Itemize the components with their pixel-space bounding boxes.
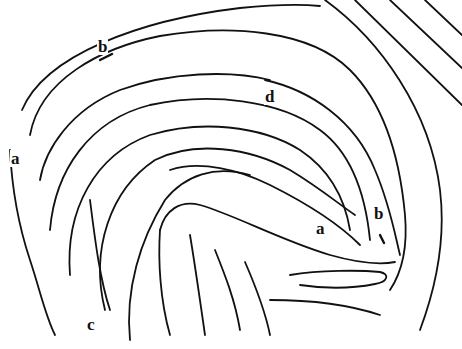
part-label: c — [86, 316, 96, 333]
part-label: b — [373, 205, 384, 222]
part-label: a — [10, 150, 21, 167]
part-label: d — [264, 88, 275, 105]
part-label: a — [315, 220, 326, 237]
part-label: b — [97, 38, 108, 55]
